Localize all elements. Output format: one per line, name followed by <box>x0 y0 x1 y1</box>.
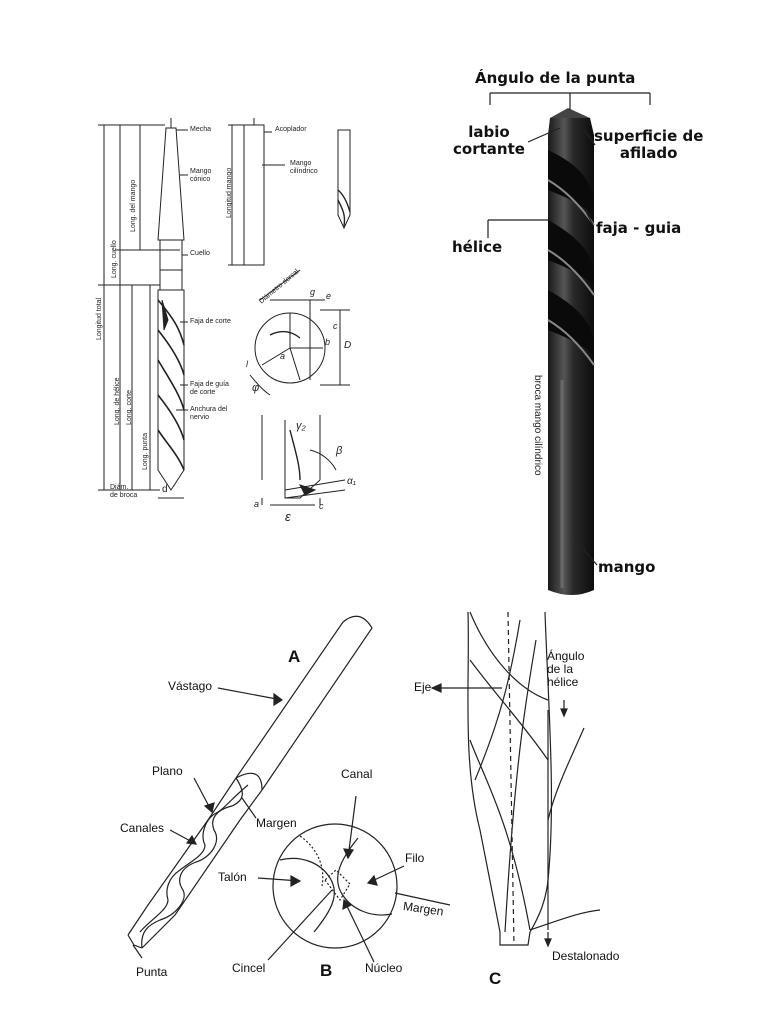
label-faja-guia: Faja de guía de corte <box>190 381 229 396</box>
label-a2: a <box>254 499 260 509</box>
label-e: e <box>326 291 332 301</box>
label-broca-mango: broca mango cilíndrico <box>532 375 543 476</box>
drill-photo <box>487 92 651 595</box>
label-big-d: D <box>344 340 352 351</box>
technical-drawing <box>98 118 351 506</box>
label-punta: Punta <box>136 965 168 979</box>
label-nucleo: Núcleo <box>365 961 403 975</box>
label-longitud-mango: Longitud mango <box>226 167 233 218</box>
label-destalonado: Destalonado <box>552 949 620 963</box>
label-mango-cilindrico: Mango cilíndrico <box>290 160 318 175</box>
label-long-mango: Long. del mango <box>130 179 137 232</box>
label-gamma: γ₂ <box>296 420 306 432</box>
label-longitud-total: Longitud total <box>96 297 103 340</box>
label-epsilon: ε <box>285 509 291 524</box>
label-cuello: Cuello <box>190 250 210 257</box>
label-margen-a: Margen <box>256 816 297 830</box>
label-alpha: α₁ <box>347 476 356 487</box>
cross-section-b <box>257 795 451 963</box>
drill-sketch-a <box>127 615 373 959</box>
label-superficie-afilado: superficie de afilado <box>594 127 704 162</box>
label-c2: c <box>319 501 324 511</box>
label-l: l <box>246 359 248 369</box>
label-eje: Eje <box>414 680 432 694</box>
label-g: g <box>310 287 316 297</box>
label-filo: Filo <box>405 851 425 865</box>
label-acoplador: Acoplador <box>275 126 307 133</box>
letter-b: B <box>320 961 333 980</box>
label-canales: Canales <box>120 821 165 835</box>
label-canal: Canal <box>341 767 373 781</box>
label-long-corte: Long. corte <box>126 389 133 425</box>
label-faja-corte: Faja de corte <box>190 318 231 325</box>
label-beta: β <box>336 445 343 457</box>
label-angulo-punta: Ángulo de la punta <box>475 69 636 87</box>
label-cincel: Cincel <box>232 961 266 975</box>
label-plano: Plano <box>152 764 183 778</box>
label-a: a <box>280 351 286 361</box>
label-d: d <box>162 484 168 495</box>
label-long-helice: Long. de hélice <box>114 377 121 425</box>
label-faja-guia-photo: faja - guia <box>596 219 682 237</box>
label-mecha: Mecha <box>190 126 212 133</box>
label-c: c <box>333 321 338 331</box>
label-vastago: Vástago <box>168 679 213 693</box>
label-diam-broca: Diám. de broca <box>110 484 138 499</box>
label-b: b <box>325 337 331 347</box>
label-talon: Talón <box>218 870 247 884</box>
letter-c: C <box>489 969 502 988</box>
drill-side-view-c <box>430 611 601 948</box>
label-angulo-helice: Ángulo de la hélice <box>547 649 585 690</box>
letter-a: A <box>288 647 301 666</box>
label-long-cuello: Long. cuello <box>111 240 118 278</box>
label-mango-conico: Mango cónico <box>190 168 212 183</box>
label-anchura-nervio: Anchura del nervio <box>190 406 228 421</box>
label-labio-cortante: labio cortante <box>453 123 525 158</box>
label-helice: hélice <box>452 238 503 256</box>
label-long-punta: Long. punta <box>142 433 149 470</box>
label-phi: φ <box>252 382 260 394</box>
label-mango: mango <box>598 558 656 576</box>
